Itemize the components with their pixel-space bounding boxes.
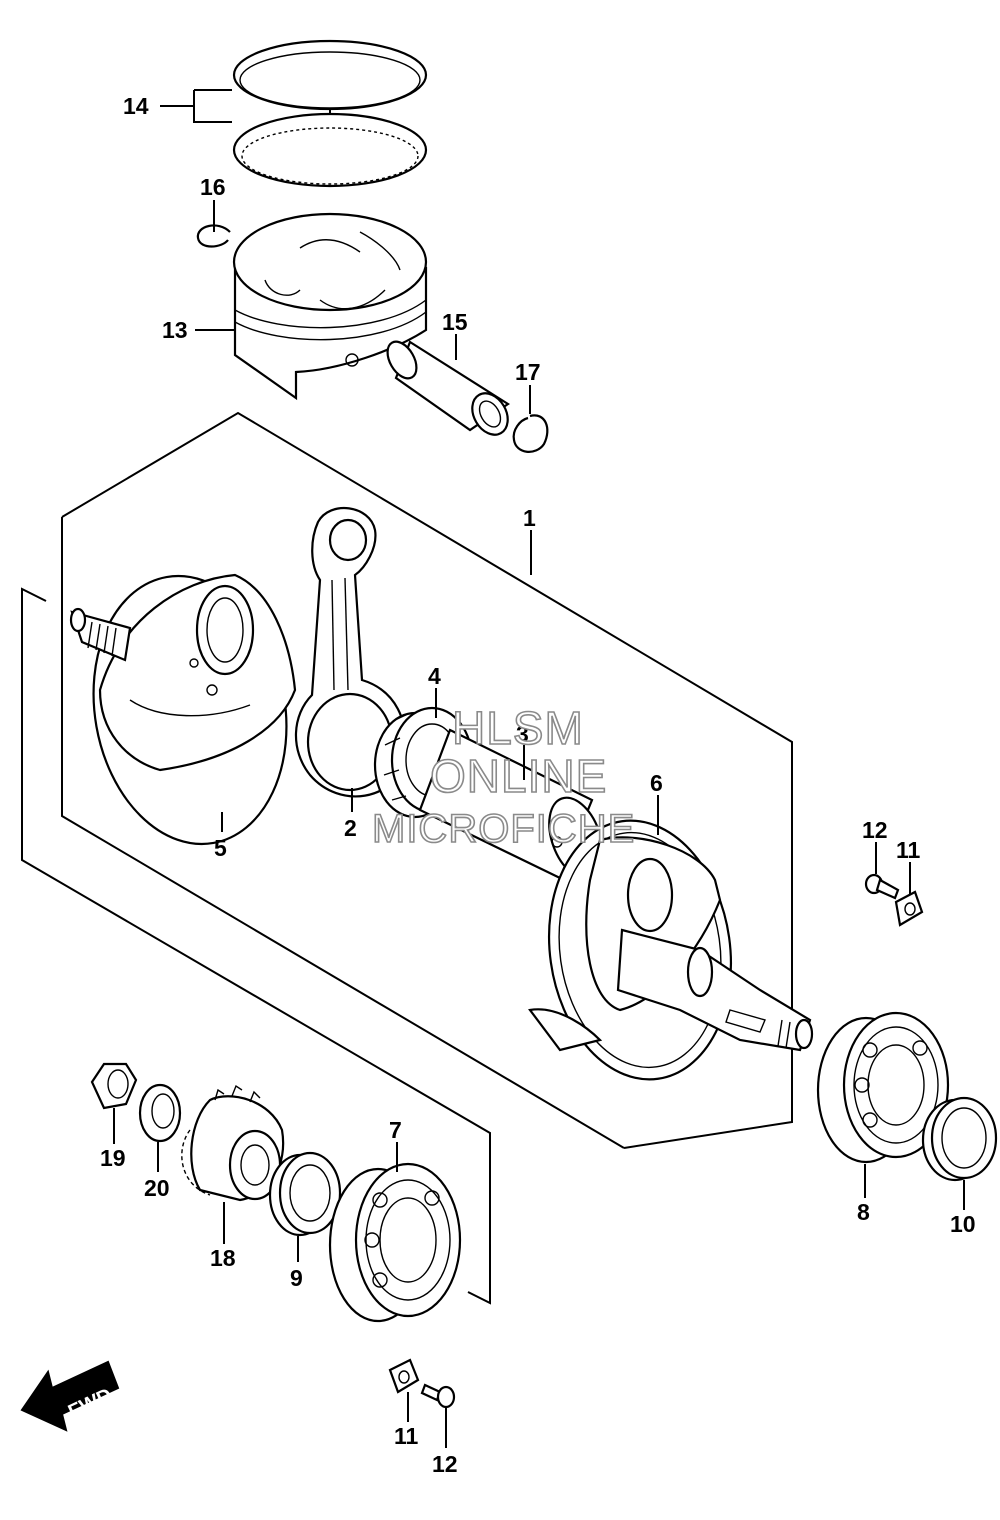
callout-6: 6 [650,770,663,796]
watermark-line-2: ONLINE [430,750,607,802]
washer-upper [894,890,924,927]
circlip-lower [512,414,549,453]
callout-12-upper: 12 [862,817,888,843]
callout-17: 17 [515,359,541,385]
balancer-washer [138,1083,182,1143]
callout-16: 16 [200,174,226,200]
callout-5: 5 [214,835,227,861]
watermark-line-3: MICROFICHE [372,807,635,851]
callout-15: 15 [442,309,468,335]
callout-18: 18 [210,1245,236,1271]
balancer-driven-gear [181,1084,285,1202]
callout-2: 2 [344,815,357,841]
watermark-line-1: HLSM [452,702,584,754]
piston-pin [386,340,511,436]
callout-11-upper: 11 [896,837,921,863]
callout-8: 8 [857,1199,870,1225]
callout-12-lower: 12 [432,1451,458,1477]
circlip-upper [196,224,231,248]
screw-upper [864,873,900,900]
callout-10: 10 [950,1211,976,1237]
callout-19: 19 [100,1145,126,1171]
callout-13: 13 [162,317,188,343]
leader-lines [113,89,965,1448]
assembly-frame-balancer [21,587,491,1305]
ball-bearing-right [816,1011,950,1164]
connecting-rod [294,507,407,798]
washer-lower [388,1358,420,1394]
callout-11-lower: 11 [394,1423,419,1449]
fwd-arrow-icon: FWD [20,1360,120,1432]
assembly-frame-crankshaft [61,411,793,1149]
callout-14: 14 [123,93,149,119]
callout-20: 20 [144,1175,170,1201]
crank-web-left [92,573,297,846]
callout-3: 3 [516,721,529,747]
oil-seal-left [268,1151,342,1237]
ball-bearing-left [328,1162,462,1323]
piston-rings [232,39,428,188]
piston [232,212,428,401]
screw-lower [420,1383,456,1409]
callout-7: 7 [389,1117,402,1143]
callout-9: 9 [290,1265,303,1291]
oil-seal-right [921,1096,998,1182]
watermark: HLSM ONLINE MICROFICHE [371,701,635,852]
crankshaft-left-end [69,607,132,662]
callout-1: 1 [523,505,536,531]
balancer-nut [90,1062,138,1110]
crankshaft-right-end [616,928,814,1052]
callout-4: 4 [428,663,441,689]
